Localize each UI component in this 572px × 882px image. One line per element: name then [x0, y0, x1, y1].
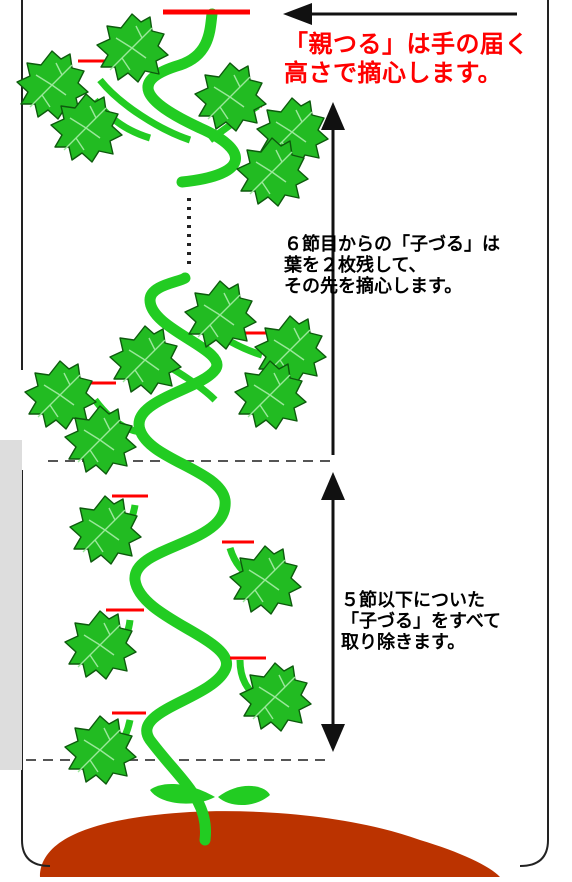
seed-leaf [218, 785, 270, 806]
upper-side-shoot-note: ６節目からの「子づる」は 葉を２枚残して、 その先を摘心します。 [284, 234, 500, 297]
leaf-icon [239, 662, 312, 732]
soil-mound [40, 811, 500, 877]
frame-shade [0, 440, 22, 770]
side-shoot [97, 77, 192, 144]
lower-side-shoot-note: ５節以下についた 「子づる」をすべて 取り除きます。 [341, 590, 502, 653]
leaf-icon [96, 13, 169, 83]
double-arrow-icon [321, 102, 345, 455]
main-vine-top [142, 8, 241, 188]
leaf-icon [109, 325, 182, 395]
arrow-left-icon [283, 3, 517, 25]
pot-frame [21, 0, 549, 867]
leaf-icon [69, 495, 142, 565]
leaf-icon [64, 610, 137, 680]
leaf-icon [194, 62, 267, 132]
double-arrow-icon [321, 472, 345, 752]
main-vine [129, 272, 232, 846]
leaf-icon [229, 545, 302, 615]
main-vine-pinch-note: 「親つる」は手の届く 高さで摘心します。 [284, 30, 529, 87]
